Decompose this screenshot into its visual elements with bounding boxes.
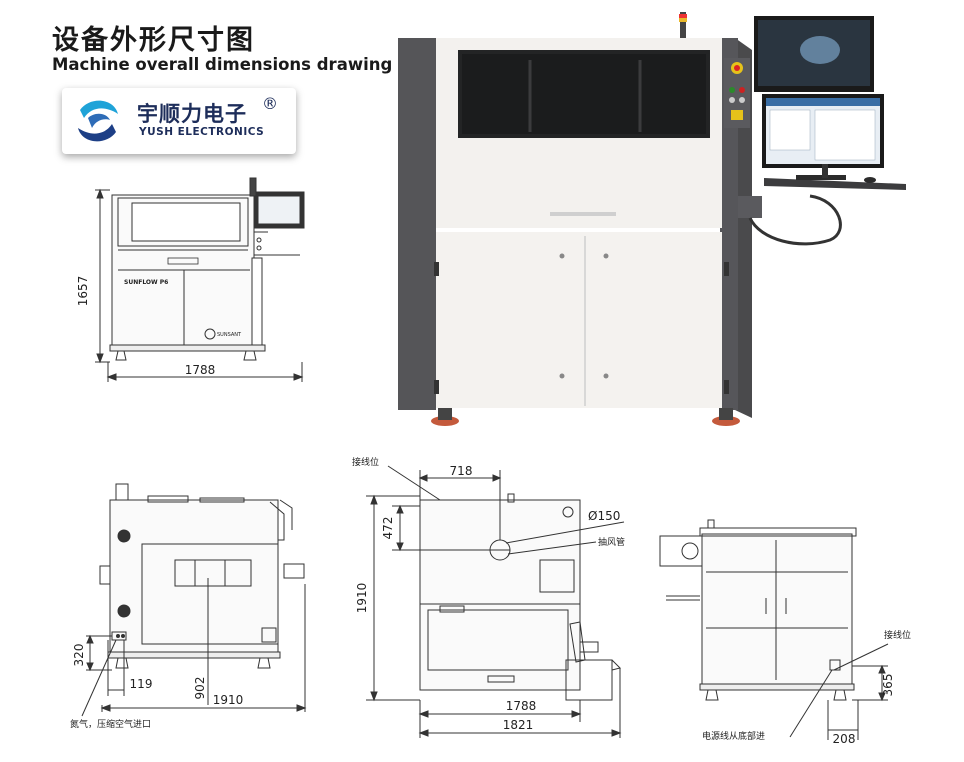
middle-1788-dim: 1788 — [506, 699, 537, 713]
front-logo-label: SUNSANT — [217, 332, 242, 338]
left-320-dim: 320 — [72, 644, 86, 667]
front-brand-label: SUNFLOW P6 — [124, 279, 168, 286]
left-1910-dim: 1910 — [213, 693, 244, 707]
middle-wiring-note: 接线位 — [352, 456, 379, 468]
machine-render — [398, 12, 906, 426]
middle-side-view-drawing — [366, 465, 625, 738]
left-side-view-drawing — [81, 483, 307, 717]
middle-472-dim: 472 — [381, 517, 395, 540]
left-902-dim: 902 — [193, 677, 207, 700]
middle-1910-dim: 1910 — [355, 583, 369, 614]
rear-365-dim: 365 — [881, 674, 895, 697]
title-chinese: 设备外形尺寸图 — [52, 25, 255, 56]
logo-name-cn: 宇顺力电子 — [137, 102, 247, 126]
power-cable-note: 电源线从底部进 — [702, 730, 765, 742]
left-119-dim: 119 — [130, 677, 153, 691]
middle-718-dim: 718 — [450, 464, 473, 478]
front-view-drawing — [95, 177, 305, 382]
exhaust-duct-note: 抽风管 — [598, 536, 625, 548]
gas-inlet-note: 氮气，压缩空气进口 — [70, 718, 151, 730]
front-width-dim: 1788 — [185, 363, 216, 377]
rear-wiring-note: 接线位 — [884, 629, 911, 641]
swirl-logo-icon — [75, 98, 121, 144]
title-english: Machine overall dimensions drawing — [52, 55, 393, 74]
rear-208-dim: 208 — [833, 732, 856, 746]
duct-diameter-dim: Ø150 — [588, 509, 620, 523]
registered-mark: ® — [262, 94, 278, 113]
company-logo: 宇顺力电子 ® YUSH ELECTRONICS — [62, 88, 296, 154]
middle-1821-dim: 1821 — [503, 718, 534, 732]
rear-view-drawing — [659, 519, 889, 740]
front-height-dim: 1657 — [76, 276, 90, 307]
logo-name-en: YUSH ELECTRONICS — [139, 126, 265, 138]
